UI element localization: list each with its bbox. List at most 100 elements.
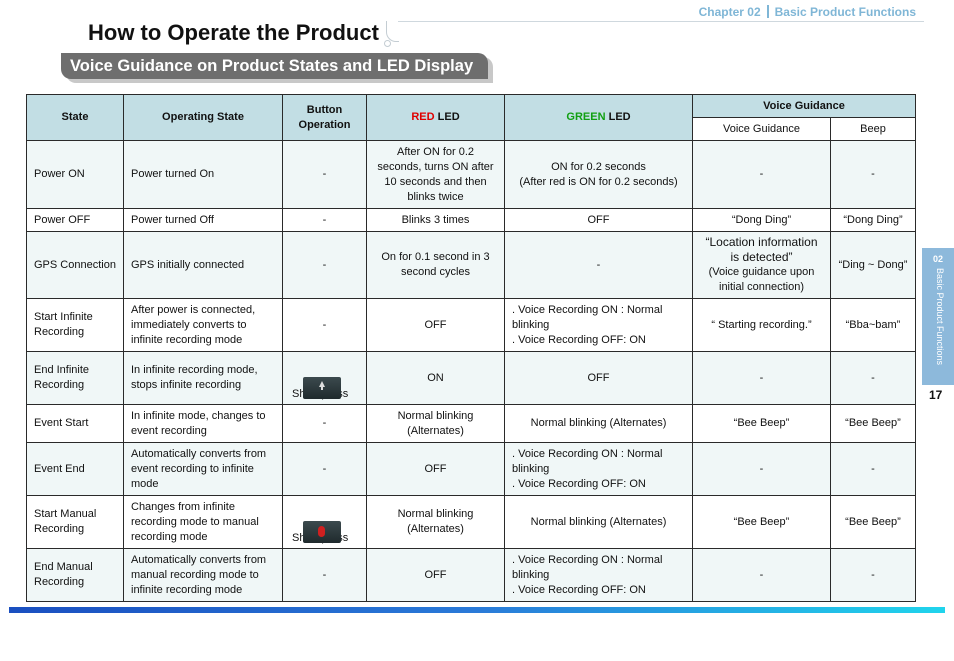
cell-green-led: . Voice Recording ON : Normal blinking .… (504, 442, 693, 496)
footer-gradient-bar (9, 607, 945, 613)
cell-voice: - (692, 351, 831, 405)
cell-button: Short press (282, 351, 367, 405)
cell-red-led: OFF (366, 298, 505, 352)
chapter-side-tab[interactable]: 02 Basic Product Functions (922, 248, 954, 385)
cell-operating-state: After power is connected, immediately co… (123, 298, 283, 352)
table-row: End Infinite Recording In infinite recor… (26, 351, 916, 405)
cell-operating-state: In infinite mode, changes to event recor… (123, 404, 283, 443)
cell-green-led: OFF (504, 208, 693, 232)
cell-red-led: On for 0.1 second in 3 second cycles (366, 231, 505, 299)
cell-button: - (282, 208, 367, 232)
record-button-icon (303, 521, 341, 543)
cell-beep: “Bee Beep” (830, 495, 916, 549)
header-beep: Beep (830, 117, 916, 141)
cell-state: End Infinite Recording (26, 351, 124, 405)
cell-operating-state: Automatically converts from manual recor… (123, 548, 283, 602)
cell-button: - (282, 442, 367, 496)
header-red-led: RED LED (366, 94, 505, 141)
cell-green-led: . Voice Recording ON : Normal blinking .… (504, 298, 693, 352)
cell-beep: “Ding ~ Dong” (830, 231, 916, 299)
table-row: Event Start In infinite mode, changes to… (26, 404, 916, 443)
cell-button: Short press (282, 495, 367, 549)
cell-red-led: Normal blinking (Alternates) (366, 404, 505, 443)
header-voice-guidance: Voice Guidance (692, 117, 831, 141)
cell-voice: “Dong Ding” (692, 208, 831, 232)
chapter-label: Chapter 02 (698, 5, 761, 19)
cell-green-led: Normal blinking (Alternates) (504, 404, 693, 443)
cell-beep: “Dong Ding” (830, 208, 916, 232)
voice-note: (Voice guidance upon initial connection) (708, 266, 815, 293)
cell-voice: - (692, 140, 831, 209)
section-title-banner: Voice Guidance on Product States and LED… (61, 53, 488, 79)
led-word: LED (608, 111, 631, 123)
table-row: End Manual Recording Automatically conve… (26, 548, 916, 602)
cell-state: GPS Connection (26, 231, 124, 299)
title-hook-line (386, 21, 399, 42)
cell-beep: “Bee Beep” (830, 404, 916, 443)
side-tab-number: 02 (932, 254, 943, 264)
cell-voice: “ Starting recording.” (692, 298, 831, 352)
cell-red-led: ON (366, 351, 505, 405)
cell-red-led: Blinks 3 times (366, 208, 505, 232)
cell-red-led: After ON for 0.2 seconds, turns ON after… (366, 140, 505, 209)
cell-state: End Manual Recording (26, 548, 124, 602)
cell-red-led: OFF (366, 442, 505, 496)
cell-state: Event Start (26, 404, 124, 443)
title-hook-dot (384, 40, 391, 47)
cell-state: Power OFF (26, 208, 124, 232)
table-row: Start Infinite Recording After power is … (26, 298, 916, 352)
cell-state: Power ON (26, 140, 124, 209)
cell-green-led: Normal blinking (Alternates) (504, 495, 693, 549)
cell-state: Start Infinite Recording (26, 298, 124, 352)
voice-guidance-table: State Operating State Button Operation R… (26, 94, 916, 602)
cell-operating-state: Power turned Off (123, 208, 283, 232)
table-row: Power OFF Power turned Off - Blinks 3 ti… (26, 208, 916, 232)
chapter-header: Chapter 02 Basic Product Functions (699, 5, 916, 19)
cell-red-led: OFF (366, 548, 505, 602)
header-voice-guidance-group: Voice Guidance (692, 94, 916, 118)
cell-operating-state: In infinite recording mode, stops infini… (123, 351, 283, 405)
green-word: GREEN (566, 111, 606, 123)
cell-beep: - (830, 140, 916, 209)
header-separator (766, 5, 769, 18)
cell-operating-state: Automatically converts from event record… (123, 442, 283, 496)
cell-state: Event End (26, 442, 124, 496)
header-divider (398, 21, 924, 22)
cell-state: Start Manual Recording (26, 495, 124, 549)
cell-voice: “Bee Beep” (692, 404, 831, 443)
page-title: How to Operate the Product (88, 20, 379, 45)
header-state: State (26, 94, 124, 141)
cell-beep: - (830, 548, 916, 602)
table-row: Event End Automatically converts from ev… (26, 442, 916, 496)
voice-text: “Location information is detected” (705, 235, 818, 264)
header-button-operation: Button Operation (282, 94, 367, 141)
up-arrow-button-icon (303, 377, 341, 399)
cell-green-led: . Voice Recording ON : Normal blinking .… (504, 548, 693, 602)
cell-voice: “Location information is detected” (Voic… (692, 231, 831, 299)
cell-button: - (282, 548, 367, 602)
cell-operating-state: GPS initially connected (123, 231, 283, 299)
cell-operating-state: Changes from infinite recording mode to … (123, 495, 283, 549)
cell-voice: - (692, 442, 831, 496)
chapter-section-label: Basic Product Functions (774, 5, 916, 19)
red-word: RED (411, 111, 435, 123)
cell-voice: “Bee Beep” (692, 495, 831, 549)
cell-green-led: - (504, 231, 693, 299)
cell-button: - (282, 404, 367, 443)
cell-voice: - (692, 548, 831, 602)
table-row: GPS Connection GPS initially connected -… (26, 231, 916, 299)
cell-red-led: Normal blinking (Alternates) (366, 495, 505, 549)
cell-beep: - (830, 442, 916, 496)
page-number: 17 (929, 388, 943, 402)
header-green-led: GREEN LED (504, 94, 693, 141)
cell-button: - (282, 231, 367, 299)
cell-green-led: OFF (504, 351, 693, 405)
cell-operating-state: Power turned On (123, 140, 283, 209)
header-operating-state: Operating State (123, 94, 283, 141)
table-row: Power ON Power turned On - After ON for … (26, 140, 916, 209)
led-word: LED (437, 111, 460, 123)
table-row: Start Manual Recording Changes from infi… (26, 495, 916, 549)
cell-button: - (282, 140, 367, 209)
cell-green-led: ON for 0.2 seconds (After red is ON for … (504, 140, 693, 209)
cell-beep: - (830, 351, 916, 405)
